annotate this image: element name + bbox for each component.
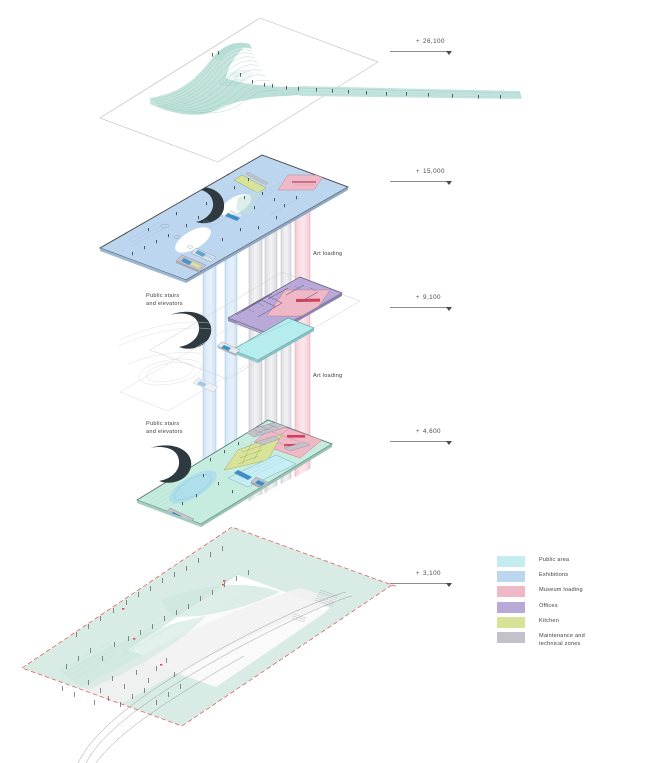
legend-label: Public area xyxy=(539,557,570,563)
legend-label: Exhibitions xyxy=(539,572,569,579)
legend-swatch xyxy=(497,631,525,643)
level-tick-icon xyxy=(446,441,452,445)
level-marker-l2: + 9,100 xyxy=(390,294,510,316)
level-rule xyxy=(390,307,450,308)
level-rule xyxy=(390,583,450,584)
level-plus-sign: + xyxy=(416,571,420,577)
legend-label: Museum loading xyxy=(539,587,583,594)
ground-floor-plate xyxy=(136,419,333,527)
legend-label: Offices xyxy=(539,602,558,609)
annotation-art-loading-upper: Art loading xyxy=(313,251,343,257)
exhibition-small-block-c xyxy=(225,210,242,221)
legend-label: Kitchen xyxy=(539,617,560,624)
legend-swatch xyxy=(497,571,525,583)
level-rule xyxy=(390,441,450,442)
level-tick-icon xyxy=(446,181,452,185)
legend-item-exhibitions: Exhibitions xyxy=(497,571,637,584)
legend-swatch xyxy=(497,586,525,598)
level-tick-icon xyxy=(446,583,452,587)
level-marker-roof: + 26,100 xyxy=(390,38,510,60)
annotation-public-stairs-upper: Public stairs and elevators xyxy=(146,293,183,308)
level-rule xyxy=(390,51,450,52)
level-plus-sign: + xyxy=(416,39,420,45)
level-value: 3,100 xyxy=(423,570,442,577)
exhibition-floor-plate xyxy=(98,154,350,283)
technical-zones-ground xyxy=(243,420,311,452)
legend-label: Maintenance and technical zones xyxy=(539,632,585,647)
level-tick-icon xyxy=(446,51,452,55)
annotation-art-loading-lower: Art loading xyxy=(313,373,343,379)
ground-entry-block-c xyxy=(234,470,252,480)
legend-item-offices: Offices xyxy=(497,601,637,615)
site-plan-plate xyxy=(21,526,399,763)
legend-swatch xyxy=(497,556,525,567)
level-value: 15,000 xyxy=(423,168,445,175)
legend-item-kitchen: Kitchen xyxy=(497,616,637,630)
legend-swatch xyxy=(497,616,525,628)
level-marker-ground: + 3,100 xyxy=(390,570,510,592)
level-rule xyxy=(390,181,450,182)
legend-swatch xyxy=(497,601,525,613)
level-value: 9,100 xyxy=(423,294,442,301)
level-plus-sign: + xyxy=(416,169,420,175)
legend-item-museum-loading: Museum loading xyxy=(497,586,637,599)
annotation-public-stairs-lower: Public stairs and elevators xyxy=(146,421,183,436)
site-trees xyxy=(62,546,249,707)
museum-loading-block-exhibition xyxy=(277,174,325,191)
ghost-block-lower xyxy=(192,377,219,393)
office-entry-block xyxy=(216,341,241,356)
legend-item-maintenance: Maintenance and technical zones xyxy=(497,631,637,647)
level-plus-sign: + xyxy=(416,429,420,435)
level-value: 4,600 xyxy=(423,428,442,435)
site-red-markers xyxy=(122,580,226,666)
exhibition-small-block-a xyxy=(190,247,217,263)
level-plus-sign: + xyxy=(416,295,420,301)
office-public-area-wing xyxy=(231,317,315,363)
roof-canopy-plate xyxy=(99,17,522,163)
level-tick-icon xyxy=(446,307,452,311)
level-marker-l3: + 15,000 xyxy=(390,168,510,190)
level-value: 26,100 xyxy=(423,38,445,45)
legend-item-public-area: Public area xyxy=(497,556,637,569)
canopy-columns xyxy=(212,51,501,99)
office-floor-plate xyxy=(117,271,361,412)
level-marker-l1: + 4,600 xyxy=(390,428,510,450)
legend: Public area Exhibitions Museum loading O… xyxy=(497,556,637,647)
exhibition-small-block-b xyxy=(175,254,207,273)
